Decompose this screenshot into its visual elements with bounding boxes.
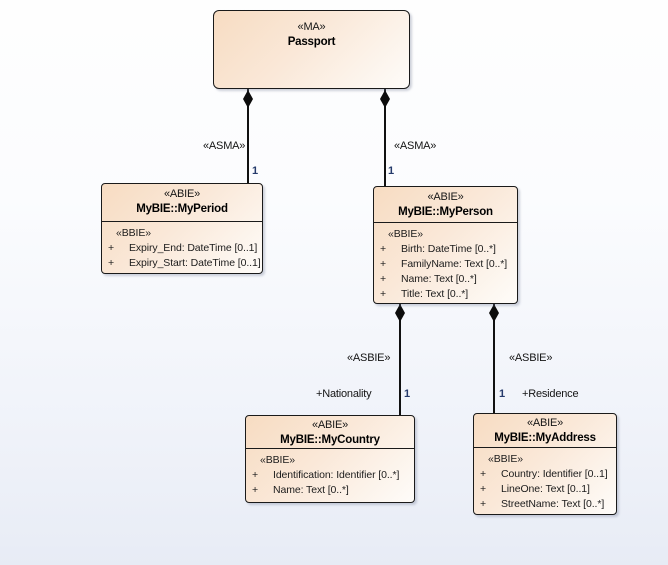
connector-multiplicity-label: 1 — [499, 388, 505, 400]
attribute-row[interactable]: + Name: Text [0..*] — [252, 483, 412, 498]
attributes-compartment: «BBIE» + Identification: Identifier [0..*… — [246, 449, 414, 498]
attribute-row[interactable]: + StreetName: Text [0..*] — [480, 497, 614, 512]
connector-stereotype-label: «ASMA» — [394, 140, 437, 152]
visibility-symbol: + — [380, 272, 387, 285]
class-name: Passport — [287, 36, 336, 48]
connector-role-label: +Nationality — [316, 388, 372, 400]
attribute-row[interactable]: + Expiry_Start: DateTime [0..1] — [108, 256, 261, 271]
visibility-symbol: + — [108, 256, 115, 269]
attribute-stereotype: «BBIE» — [116, 226, 152, 239]
class-name: MyBIE::MyPeriod — [136, 203, 228, 215]
attribute-stereotype: «BBIE» — [260, 453, 296, 466]
class-name: MyBIE::MyCountry — [280, 434, 380, 446]
attribute-text: Birth: DateTime [0..*] — [401, 242, 496, 255]
connector-stereotype-label: «ASBIE» — [509, 352, 553, 364]
attribute-text: FamilyName: Text [0..*] — [401, 257, 508, 270]
attributes-compartment: «BBIE» + Country: Identifier [0..1] + Line… — [474, 448, 616, 512]
class-passport[interactable]: «MA» Passport — [213, 10, 410, 89]
class-stereotype: «ABIE» — [526, 417, 564, 429]
class-header: «ABIE» MyBIE::MyAddress — [474, 414, 616, 448]
connector-stereotype-label: «ASBIE» — [347, 352, 391, 364]
class-name: MyBIE::MyAddress — [494, 432, 596, 444]
attribute-text: StreetName: Text [0..*] — [501, 497, 605, 510]
attribute-row[interactable]: + FamilyName: Text [0..*] — [380, 257, 515, 272]
composition-diamond-icon — [395, 304, 405, 322]
attribute-text: Identification: Identifier [0..*] — [273, 468, 400, 481]
class-stereotype: «MA» — [297, 21, 326, 33]
attribute-row[interactable]: + Title: Text [0..*] — [380, 287, 515, 302]
class-myperiod[interactable]: «ABIE» MyBIE::MyPeriod «BBIE» + Expiry_En… — [101, 183, 263, 274]
visibility-symbol: + — [480, 497, 487, 510]
class-mycountry[interactable]: «ABIE» MyBIE::MyCountry «BBIE» + Identifi… — [245, 415, 415, 503]
visibility-symbol: + — [480, 482, 487, 495]
class-stereotype: «ABIE» — [163, 188, 201, 200]
class-stereotype: «ABIE» — [427, 191, 464, 203]
visibility-symbol: + — [380, 242, 387, 255]
visibility-symbol: + — [252, 483, 259, 496]
class-myaddress[interactable]: «ABIE» MyBIE::MyAddress «BBIE» + Country:… — [473, 413, 617, 515]
composition-diamond-icon — [380, 90, 390, 108]
attribute-text: Name: Text [0..*] — [273, 483, 349, 496]
connector-line-myperson-mycountry[interactable] — [399, 303, 401, 415]
attribute-stereotype: «BBIE» — [488, 452, 524, 465]
attributes-compartment: «BBIE» + Expiry_End: DateTime [0..1] + Exp… — [102, 222, 262, 271]
connector-stereotype-label: «ASMA» — [203, 140, 246, 152]
class-header: «MA» Passport — [214, 11, 409, 88]
connector-multiplicity-label: 1 — [404, 388, 410, 400]
attribute-text: Name: Text [0..*] — [401, 272, 477, 285]
connector-multiplicity-label: 1 — [388, 165, 394, 177]
attribute-text: Country: Identifier [0..1] — [501, 467, 608, 480]
visibility-symbol: + — [380, 257, 387, 270]
attribute-stereotype: «BBIE» — [388, 227, 424, 240]
attribute-row[interactable]: + Birth: DateTime [0..*] — [380, 242, 515, 257]
attribute-text: Title: Text [0..*] — [401, 287, 469, 300]
connector-line-passport-myperiod[interactable] — [247, 89, 249, 183]
visibility-symbol: + — [252, 468, 259, 481]
attribute-row[interactable]: + Country: Identifier [0..1] — [480, 467, 614, 482]
class-stereotype: «ABIE» — [311, 419, 349, 431]
connector-line-myperson-myaddress[interactable] — [493, 303, 495, 413]
connector-role-label: +Residence — [522, 388, 579, 400]
class-myperson[interactable]: «ABIE» MyBIE::MyPerson «BBIE» + Birth: Da… — [373, 186, 518, 304]
connector-line-passport-myperson[interactable] — [384, 89, 386, 186]
attribute-text: Expiry_Start: DateTime [0..1] — [129, 256, 261, 269]
class-header: «ABIE» MyBIE::MyPerson — [374, 187, 517, 223]
connector-multiplicity-label: 1 — [252, 165, 258, 177]
visibility-symbol: + — [380, 287, 387, 300]
composition-diamond-icon — [243, 90, 253, 108]
class-name: MyBIE::MyPerson — [398, 206, 493, 218]
class-header: «ABIE» MyBIE::MyCountry — [246, 416, 414, 449]
attribute-row[interactable]: + Identification: Identifier [0..*] — [252, 468, 412, 483]
attribute-row[interactable]: + LineOne: Text [0..1] — [480, 482, 614, 497]
composition-diamond-icon — [489, 304, 499, 322]
attribute-text: LineOne: Text [0..1] — [501, 482, 590, 495]
attributes-compartment: «BBIE» + Birth: DateTime [0..*] + FamilyNa… — [374, 223, 517, 302]
attribute-text: Expiry_End: DateTime [0..1] — [129, 241, 258, 254]
visibility-symbol: + — [108, 241, 115, 254]
visibility-symbol: + — [480, 467, 487, 480]
class-header: «ABIE» MyBIE::MyPeriod — [102, 184, 262, 222]
attribute-row[interactable]: + Expiry_End: DateTime [0..1] — [108, 241, 260, 256]
attribute-row[interactable]: + Name: Text [0..*] — [380, 272, 515, 287]
